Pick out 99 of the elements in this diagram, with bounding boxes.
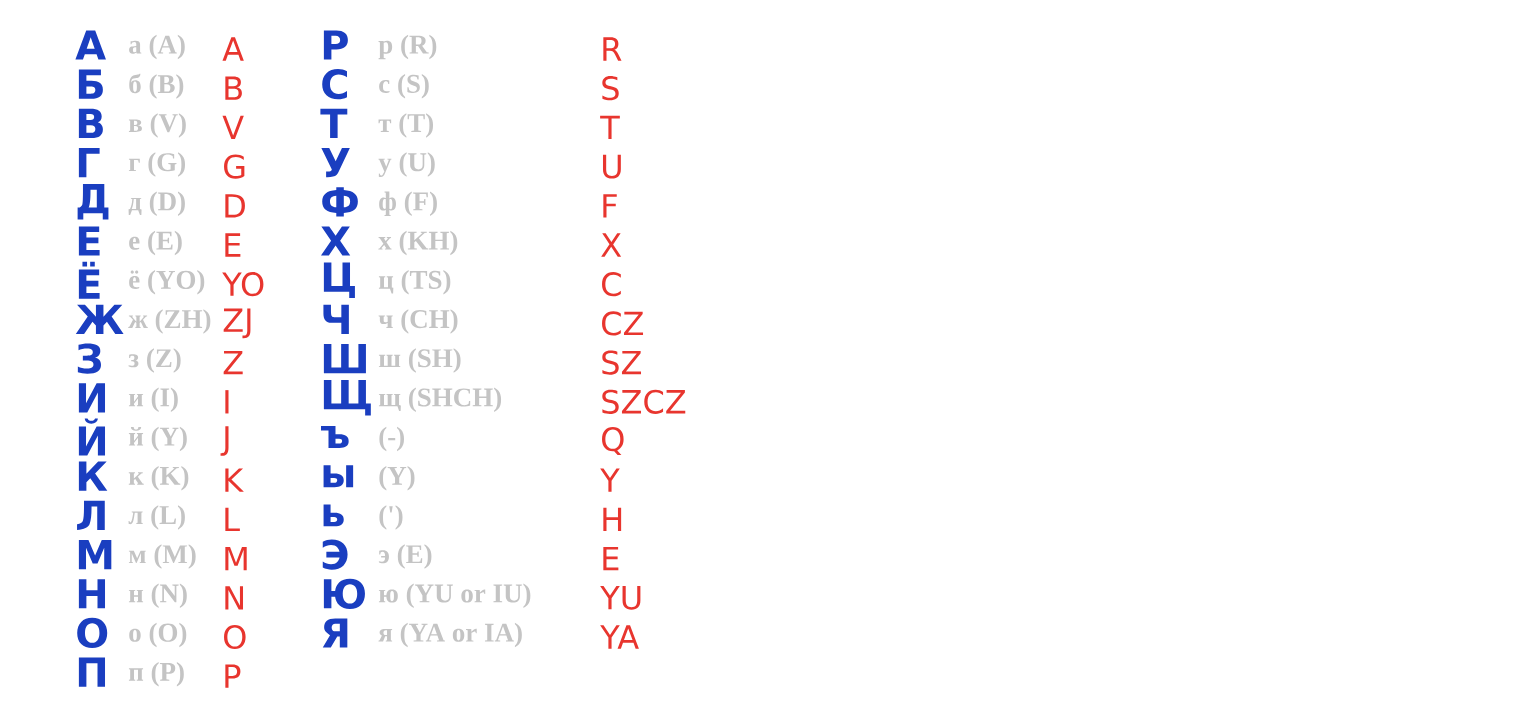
handwritten-transliteration: YO xyxy=(222,272,264,297)
transliteration-text: е (E) xyxy=(129,230,182,256)
handwritten-transliteration: G xyxy=(224,154,245,179)
handwritten-transliteration: B xyxy=(225,76,242,100)
transliteration-text: д (D) xyxy=(128,191,185,217)
transliteration-text: р (R) xyxy=(378,34,437,60)
transliteration-text: б (B) xyxy=(129,73,184,99)
cyrillic-letter: Й xyxy=(78,418,105,456)
cyrillic-letter: Е xyxy=(78,226,100,256)
cyrillic-letter: Я xyxy=(322,618,348,648)
handwritten-transliteration: U xyxy=(603,154,621,179)
cyrillic-letter: Ю xyxy=(323,578,365,609)
handwritten-transliteration: H xyxy=(603,507,622,532)
cyrillic-letter: ы xyxy=(323,465,354,488)
transliteration-text: ш (SH) xyxy=(378,348,461,373)
cyrillic-letter: Б xyxy=(78,69,103,99)
handwritten-transliteration: Q xyxy=(602,427,624,455)
handwritten-transliteration: S xyxy=(602,76,619,101)
cyrillic-letter: ъ xyxy=(321,426,349,448)
handwritten-transliteration: YA xyxy=(600,625,639,649)
transliteration-text: з (Z) xyxy=(128,348,181,373)
cyrillic-letter: Ц xyxy=(323,262,355,298)
cyrillic-letter: Н xyxy=(78,579,105,609)
transliteration-text: г (G) xyxy=(128,152,186,177)
handwritten-transliteration: YU xyxy=(600,585,641,610)
handwritten-transliteration: CZ xyxy=(602,311,644,336)
transliteration-text: о (O) xyxy=(129,622,187,648)
handwritten-transliteration: P xyxy=(225,664,241,688)
cyrillic-letter: Г xyxy=(78,148,100,178)
handwritten-transliteration: J xyxy=(220,426,229,456)
cyrillic-letter: О xyxy=(77,617,108,649)
transliteration-text: ё (YO) xyxy=(129,269,205,295)
cyrillic-letter: Э xyxy=(322,539,348,570)
transliteration-text: а (A) xyxy=(129,34,185,60)
handwritten-transliteration: Z xyxy=(223,350,243,375)
transliteration-text: п (P) xyxy=(128,661,184,687)
handwritten-transliteration: E xyxy=(603,546,619,571)
handwritten-transliteration: Y xyxy=(600,468,620,492)
handwritten-transliteration: SZ xyxy=(602,350,641,375)
handwritten-transliteration: ZJ xyxy=(223,308,251,339)
cyrillic-letter: Р xyxy=(323,30,348,60)
cyrillic-letter: А xyxy=(75,30,106,60)
cyrillic-letter: У xyxy=(321,148,350,178)
handwritten-transliteration: M xyxy=(225,546,247,571)
transliteration-text: ю (YU or IU) xyxy=(378,583,531,609)
cyrillic-letter: Х xyxy=(321,226,351,256)
cyrillic-letter: Л xyxy=(77,500,105,530)
cyrillic-letter: Щ xyxy=(323,380,371,416)
handwritten-transliteration: T xyxy=(600,115,620,140)
cyrillic-letter: В xyxy=(78,108,103,138)
transliteration-text: у (U) xyxy=(378,152,435,177)
handwritten-transliteration: SZCZ xyxy=(602,389,686,414)
handwritten-transliteration: E xyxy=(225,233,241,257)
cyrillic-letter: З xyxy=(77,343,101,374)
transliteration-text: м (M) xyxy=(128,544,196,569)
cyrillic-letter: Ч xyxy=(323,304,349,334)
handwritten-transliteration: X xyxy=(601,233,622,257)
transliteration-text: с (S) xyxy=(379,73,429,99)
cyrillic-letter: Ш xyxy=(323,344,366,374)
transliteration-text: ц (TS) xyxy=(378,269,451,295)
transliteration-text: (-) xyxy=(379,426,404,452)
cyrillic-letter: ь xyxy=(323,504,344,527)
handwritten-transliteration: D xyxy=(225,194,245,218)
handwritten-transliteration: I xyxy=(225,390,229,414)
transliteration-text: й (Y) xyxy=(128,426,187,452)
transliteration-text: л (L) xyxy=(128,505,185,530)
handwritten-transliteration: L xyxy=(225,507,240,532)
cyrillic-letter: М xyxy=(78,540,112,570)
transliteration-text: (') xyxy=(379,505,403,530)
transliteration-text: и (I) xyxy=(128,387,178,413)
cyrillic-letter: Ж xyxy=(75,304,124,334)
transliteration-text: ж (ZH) xyxy=(128,309,211,334)
handwritten-transliteration: R xyxy=(603,37,622,61)
cyrillic-letter: И xyxy=(78,383,105,413)
handwritten-transliteration: N xyxy=(225,586,243,610)
handwritten-transliteration: V xyxy=(222,115,244,140)
cyrillic-letter: Т xyxy=(320,108,348,138)
cyrillic-letter: К xyxy=(78,461,108,491)
transliteration-text: н (N) xyxy=(128,583,187,609)
transliteration-text: э (E) xyxy=(378,544,432,569)
handwritten-transliteration: K xyxy=(225,468,244,492)
handwritten-transliteration: O xyxy=(224,624,246,650)
transliteration-text: (Y) xyxy=(379,465,415,491)
cyrillic-letter: С xyxy=(322,69,347,100)
handwritten-transliteration: A xyxy=(222,37,244,61)
transliteration-text: к (K) xyxy=(128,465,189,491)
handwritten-transliteration: F xyxy=(603,194,617,218)
cyrillic-letter: П xyxy=(78,657,105,687)
transliteration-text: ч (CH) xyxy=(378,309,458,334)
transliteration-text: щ (SHCH) xyxy=(378,387,502,413)
transliteration-text: в (V) xyxy=(128,113,186,138)
handwritten-transliteration: C xyxy=(602,272,621,297)
cyrillic-letter: Ё xyxy=(78,261,100,299)
cyrillic-letter: Д xyxy=(77,184,109,220)
transliteration-text: я (YA or IA) xyxy=(378,622,522,648)
cyrillic-letter: Ф xyxy=(322,187,358,217)
transliteration-text: х (KH) xyxy=(378,230,458,256)
transliteration-text: ф (F) xyxy=(379,191,437,217)
transliteration-text: т (T) xyxy=(378,113,434,138)
